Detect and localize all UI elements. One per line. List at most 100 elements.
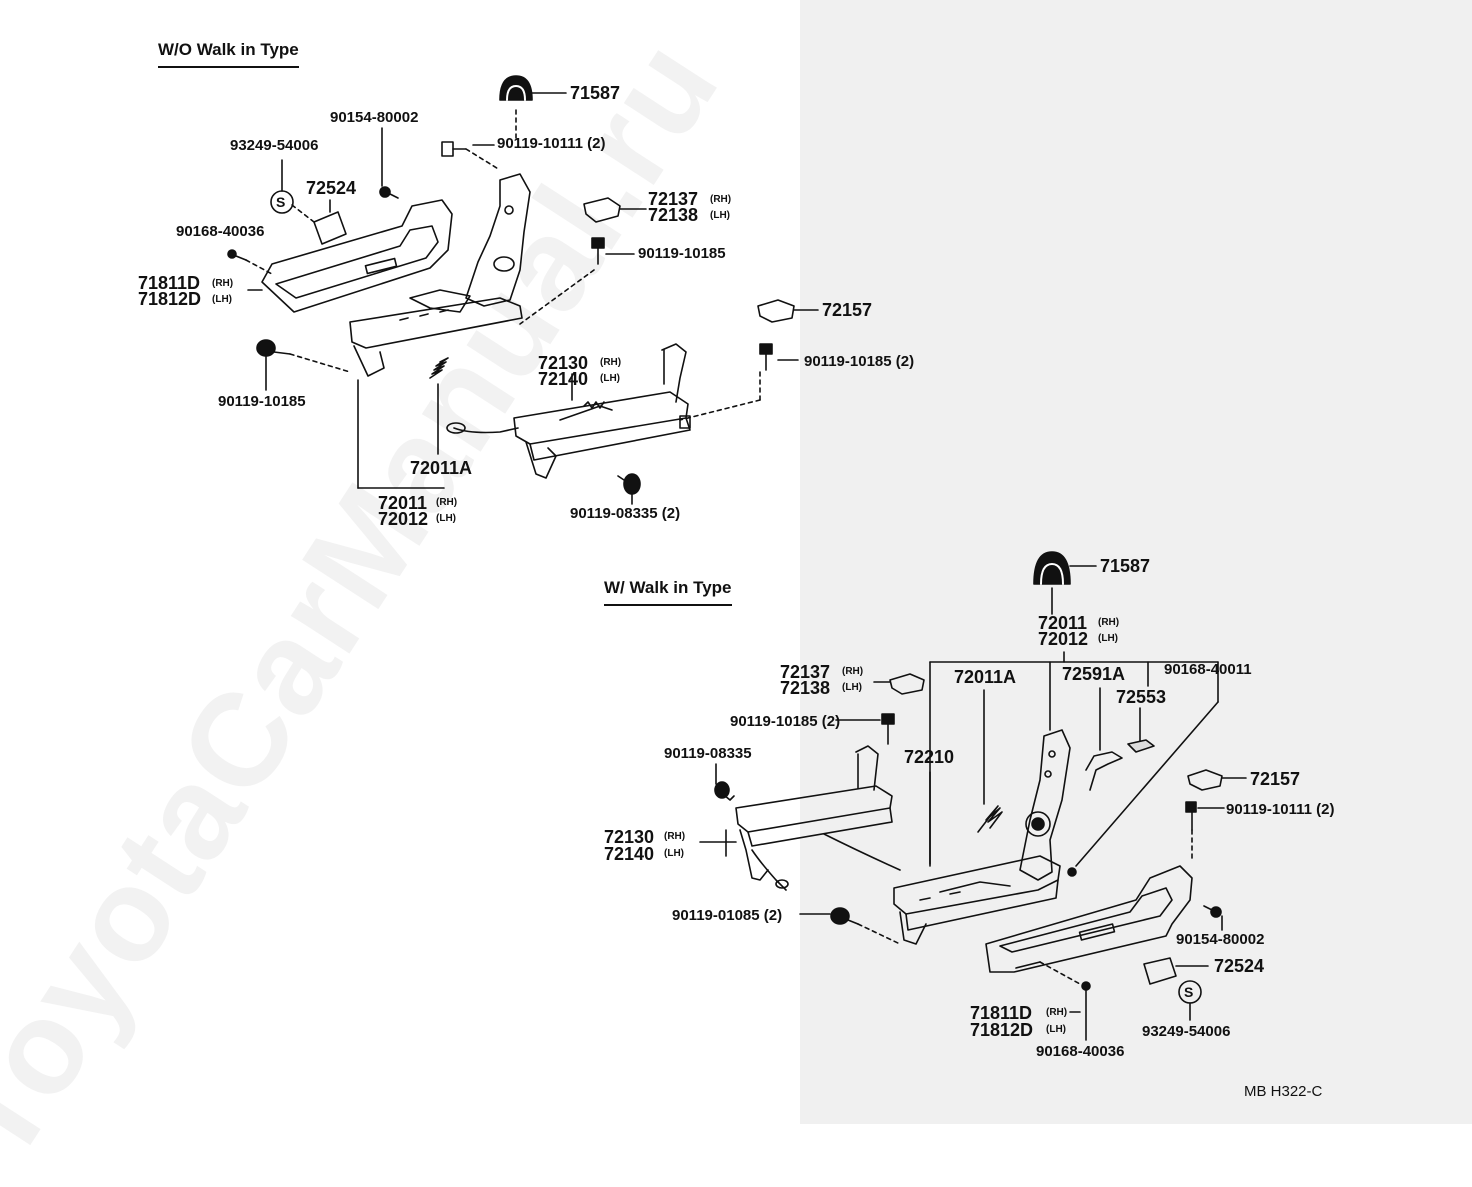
label-72138: 72138 xyxy=(648,205,699,225)
bolt-90168-40011-bottom xyxy=(1067,867,1077,877)
label-72012: 72012 xyxy=(378,509,429,529)
label-72011a: 72011A xyxy=(410,458,473,478)
seat-track-exploded-diagram xyxy=(227,75,1247,1041)
label-90168-40011: 90168-40011 xyxy=(1164,661,1252,678)
label-90119-08335-2: 90119-08335 (2) xyxy=(570,505,681,522)
seat-track-72130-top xyxy=(446,343,691,479)
label-72130-b: 72130 xyxy=(604,827,655,847)
label-71811d-b: 71811D xyxy=(970,1003,1033,1023)
right-shaded-background xyxy=(800,0,1472,1124)
label-72138-lh: (LH) xyxy=(710,210,730,221)
label-72011-b-rh: (RH) xyxy=(1098,617,1120,628)
side-cover-71811d-bottom xyxy=(985,865,1193,1013)
label-71812d-lh: (LH) xyxy=(212,294,232,305)
label-90119-10185-2-b: 90119-10185 (2) xyxy=(730,713,841,730)
label-71812d: 71812D xyxy=(138,289,202,309)
label-72130-rh: (RH) xyxy=(600,357,622,368)
label-90119-10111-2-b: 90119-10111 (2) xyxy=(1226,801,1335,818)
label-90154-80002: 90154-80002 xyxy=(330,109,419,126)
diagram-code: MB H322-C xyxy=(1244,1083,1323,1100)
bolt-90119-10185-top-right xyxy=(519,237,635,325)
seat-track-72130-bottom xyxy=(699,745,901,891)
label-90119-10111: 90119-10111 (2) xyxy=(497,135,606,152)
label-72011-rh: (RH) xyxy=(436,497,458,508)
leader-72011-top xyxy=(357,379,445,489)
bolt-90119-10111-2-bottom xyxy=(1185,801,1225,859)
bolt-90119-08335-top xyxy=(617,473,641,505)
label-72137-rh: (RH) xyxy=(710,194,732,205)
recliner-72210-bottom xyxy=(893,729,1071,945)
screw-90154-80002-top xyxy=(379,127,399,199)
bolt-90119-10185-top-left xyxy=(256,339,351,391)
bolt-90119-10185-2-bottom xyxy=(835,713,895,745)
washer-93249-54006-bottom xyxy=(1178,980,1202,1021)
section-title-with-walk-in: W/ Walk in Type xyxy=(604,578,732,606)
label-72137-b-rh: (RH) xyxy=(842,666,864,677)
label-72210: 72210 xyxy=(904,747,955,767)
label-71811d-rh: (RH) xyxy=(212,278,234,289)
hook-72591a-bottom xyxy=(1085,687,1123,791)
label-72012-b: 72012 xyxy=(1038,629,1089,649)
label-72011a-b: 72011A xyxy=(954,667,1017,687)
pad-72553-bottom xyxy=(1127,707,1155,753)
bolt-90168-40036-bottom xyxy=(1039,961,1091,1041)
knob-71587-top xyxy=(499,75,567,141)
label-72524-b: 72524 xyxy=(1214,956,1265,976)
clip-72524-bottom xyxy=(1143,957,1209,985)
bolt-90168-40036-top xyxy=(227,249,273,275)
bolt-90119-01085-2-bottom xyxy=(799,907,901,945)
label-90119-10185-right: 90119-10185 xyxy=(638,245,726,262)
label-93249-54006: 93249-54006 xyxy=(230,137,319,154)
label-72012-b-lh: (LH) xyxy=(1098,633,1118,644)
label-90119-10185-left: 90119-10185 xyxy=(218,393,306,410)
label-72130-b-rh: (RH) xyxy=(664,831,686,842)
label-72553: 72553 xyxy=(1116,687,1167,707)
side-cover-71811d-top xyxy=(247,199,453,313)
label-71811d: 71811D xyxy=(138,273,201,293)
label-71812d-b: 71812D xyxy=(970,1020,1034,1040)
label-72138-b: 72138 xyxy=(780,678,831,698)
label-72524: 72524 xyxy=(306,178,357,198)
label-72140-b: 72140 xyxy=(604,844,655,864)
cover-72137-top xyxy=(583,197,647,223)
label-72157-b: 72157 xyxy=(1250,769,1301,789)
label-71587: 71587 xyxy=(570,83,621,103)
label-90119-10185-2: 90119-10185 (2) xyxy=(804,353,915,370)
label-90154-80002-b: 90154-80002 xyxy=(1176,931,1265,948)
label-72138-b-lh: (LH) xyxy=(842,682,862,693)
bolt-90119-10111-top xyxy=(441,141,501,171)
label-72130: 72130 xyxy=(538,353,589,373)
label-71587-b: 71587 xyxy=(1100,556,1151,576)
cover-72157-bottom xyxy=(1187,769,1247,791)
label-71811d-b-rh: (RH) xyxy=(1046,1007,1068,1018)
cover-72157-top xyxy=(757,299,819,323)
label-72140-lh: (LH) xyxy=(600,373,620,384)
section-title-without-walk-in: W/O Walk in Type xyxy=(158,40,299,68)
bolt-90119-08335-bottom xyxy=(714,763,735,801)
cover-72137-bottom xyxy=(873,673,925,695)
label-72140-b-lh: (LH) xyxy=(664,848,684,859)
screw-90154-80002-bottom xyxy=(1203,905,1223,931)
washer-s-icon-bottom: S xyxy=(1184,984,1194,1000)
label-72137-b: 72137 xyxy=(780,662,831,682)
label-90119-01085-2: 90119-01085 (2) xyxy=(672,907,783,924)
label-72591a: 72591A xyxy=(1062,664,1126,684)
label-72137: 72137 xyxy=(648,189,699,209)
label-72140: 72140 xyxy=(538,369,589,389)
label-90168-40036-b: 90168-40036 xyxy=(1036,1043,1125,1060)
label-72157: 72157 xyxy=(822,300,873,320)
label-71812d-b-lh: (LH) xyxy=(1046,1024,1066,1035)
spring-72011a-top xyxy=(429,357,449,455)
label-72011-b: 72011 xyxy=(1038,613,1088,633)
label-90119-08335-b: 90119-08335 xyxy=(664,745,752,762)
label-90168-40036: 90168-40036 xyxy=(176,223,265,240)
label-72011: 72011 xyxy=(378,493,428,513)
washer-93249-54006-top xyxy=(270,159,294,214)
spring-72011a-bottom xyxy=(977,689,1003,833)
leader-tree-72011-bottom xyxy=(929,651,1219,867)
label-72012-lh: (LH) xyxy=(436,513,456,524)
seat-frame-recliner-top xyxy=(349,173,531,377)
label-93249-54006-b: 93249-54006 xyxy=(1142,1023,1231,1040)
knob-71587-bottom xyxy=(1033,551,1097,615)
bolt-90119-10185-2-top xyxy=(679,343,799,421)
